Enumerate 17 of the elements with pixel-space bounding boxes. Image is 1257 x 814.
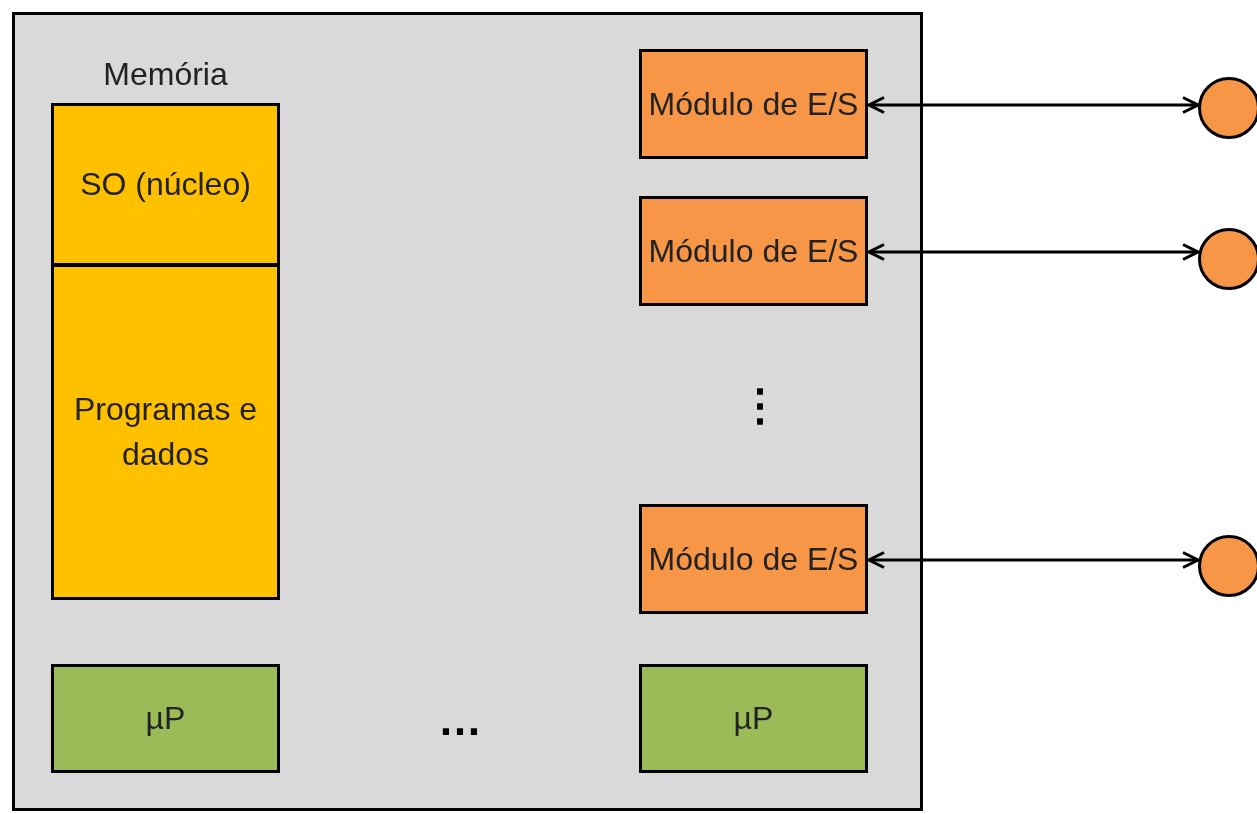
memory-segment: Programas e dados (51, 264, 280, 600)
system-panel (12, 12, 923, 811)
memory-segment: SO (núcleo) (51, 103, 280, 266)
memory-heading: Memória (102, 55, 229, 94)
device-circle (1198, 77, 1257, 139)
double-arrow (867, 551, 1200, 569)
device-circle (1198, 228, 1257, 290)
horizontal-ellipsis: … (437, 694, 483, 746)
processor-box: µP (51, 664, 280, 773)
io-module-box: Módulo de E/S (639, 504, 868, 614)
double-arrow (867, 96, 1200, 114)
double-arrow (867, 243, 1200, 261)
io-module-box: Módulo de E/S (639, 196, 868, 306)
io-module-box: Módulo de E/S (639, 49, 868, 159)
processor-box: µP (639, 664, 868, 773)
vertical-ellipsis: ⋮ (737, 379, 783, 431)
device-circle (1198, 535, 1257, 597)
